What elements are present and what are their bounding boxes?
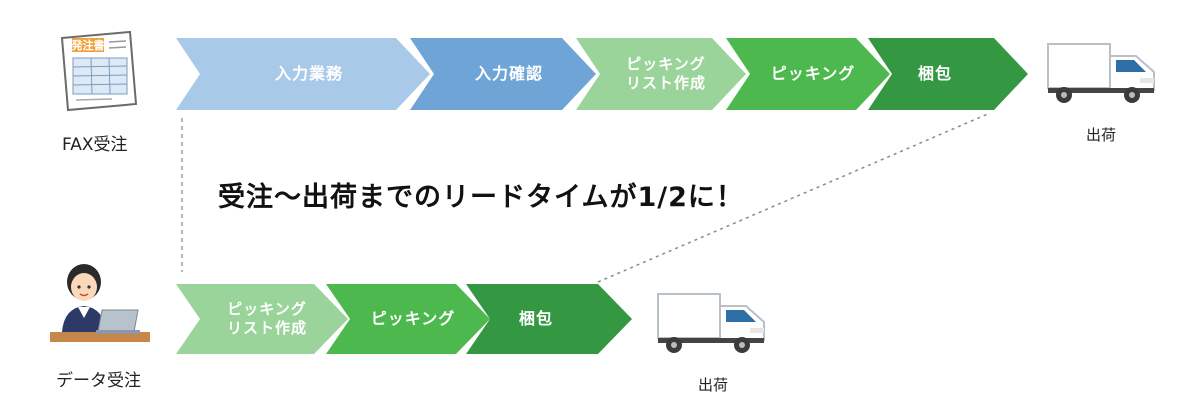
shipping-label-bottom: 出荷 <box>698 376 729 394</box>
step-input-work: 入力業務 <box>176 38 430 110</box>
step-picking-bottom: ピッキング <box>326 284 490 354</box>
person-at-laptop-icon <box>48 258 152 354</box>
step-packing: 梱包 <box>868 38 1028 110</box>
step-label: ピッキング リスト作成 <box>625 55 706 92</box>
chevron-shape <box>176 284 348 354</box>
fax-order-sheet-icon: 発注書 <box>52 28 140 120</box>
chevron-shape <box>576 38 746 110</box>
delivery-truck-icon <box>656 290 772 360</box>
data-order-label: データ受注 <box>56 371 141 391</box>
step-input-check: 入力確認 <box>410 38 596 110</box>
step-picking: ピッキング <box>726 38 890 110</box>
chevron-shape <box>176 38 430 110</box>
step-picking-list: ピッキング リスト作成 <box>576 38 746 110</box>
step-packing-bottom: 梱包 <box>466 284 632 354</box>
delivery-truck-icon <box>1046 40 1162 110</box>
chevron-shape <box>868 38 1028 110</box>
step-label: ピッキング リスト作成 <box>226 300 307 337</box>
step-label: ピッキング <box>770 64 856 83</box>
lead-time-headline: 受注～出荷までのリードタイムが1/2に！ <box>218 182 744 213</box>
step-picking-list-bottom: ピッキング リスト作成 <box>176 284 348 354</box>
chevron-shape <box>726 38 890 110</box>
shipping-label-top: 出荷 <box>1086 126 1117 144</box>
chevron-shape <box>466 284 632 354</box>
step-label: ピッキング <box>370 309 456 328</box>
chevron-shape <box>410 38 596 110</box>
fax-order-label: FAX受注 <box>62 135 128 155</box>
step-label: 入力業務 <box>274 64 343 83</box>
form-heading: 発注書 <box>71 38 105 52</box>
chevron-shape <box>326 284 490 354</box>
dashed-line-diagonal <box>597 112 991 283</box>
step-label: 入力確認 <box>474 64 543 83</box>
step-label: 梱包 <box>518 309 553 328</box>
step-label: 梱包 <box>917 64 952 83</box>
